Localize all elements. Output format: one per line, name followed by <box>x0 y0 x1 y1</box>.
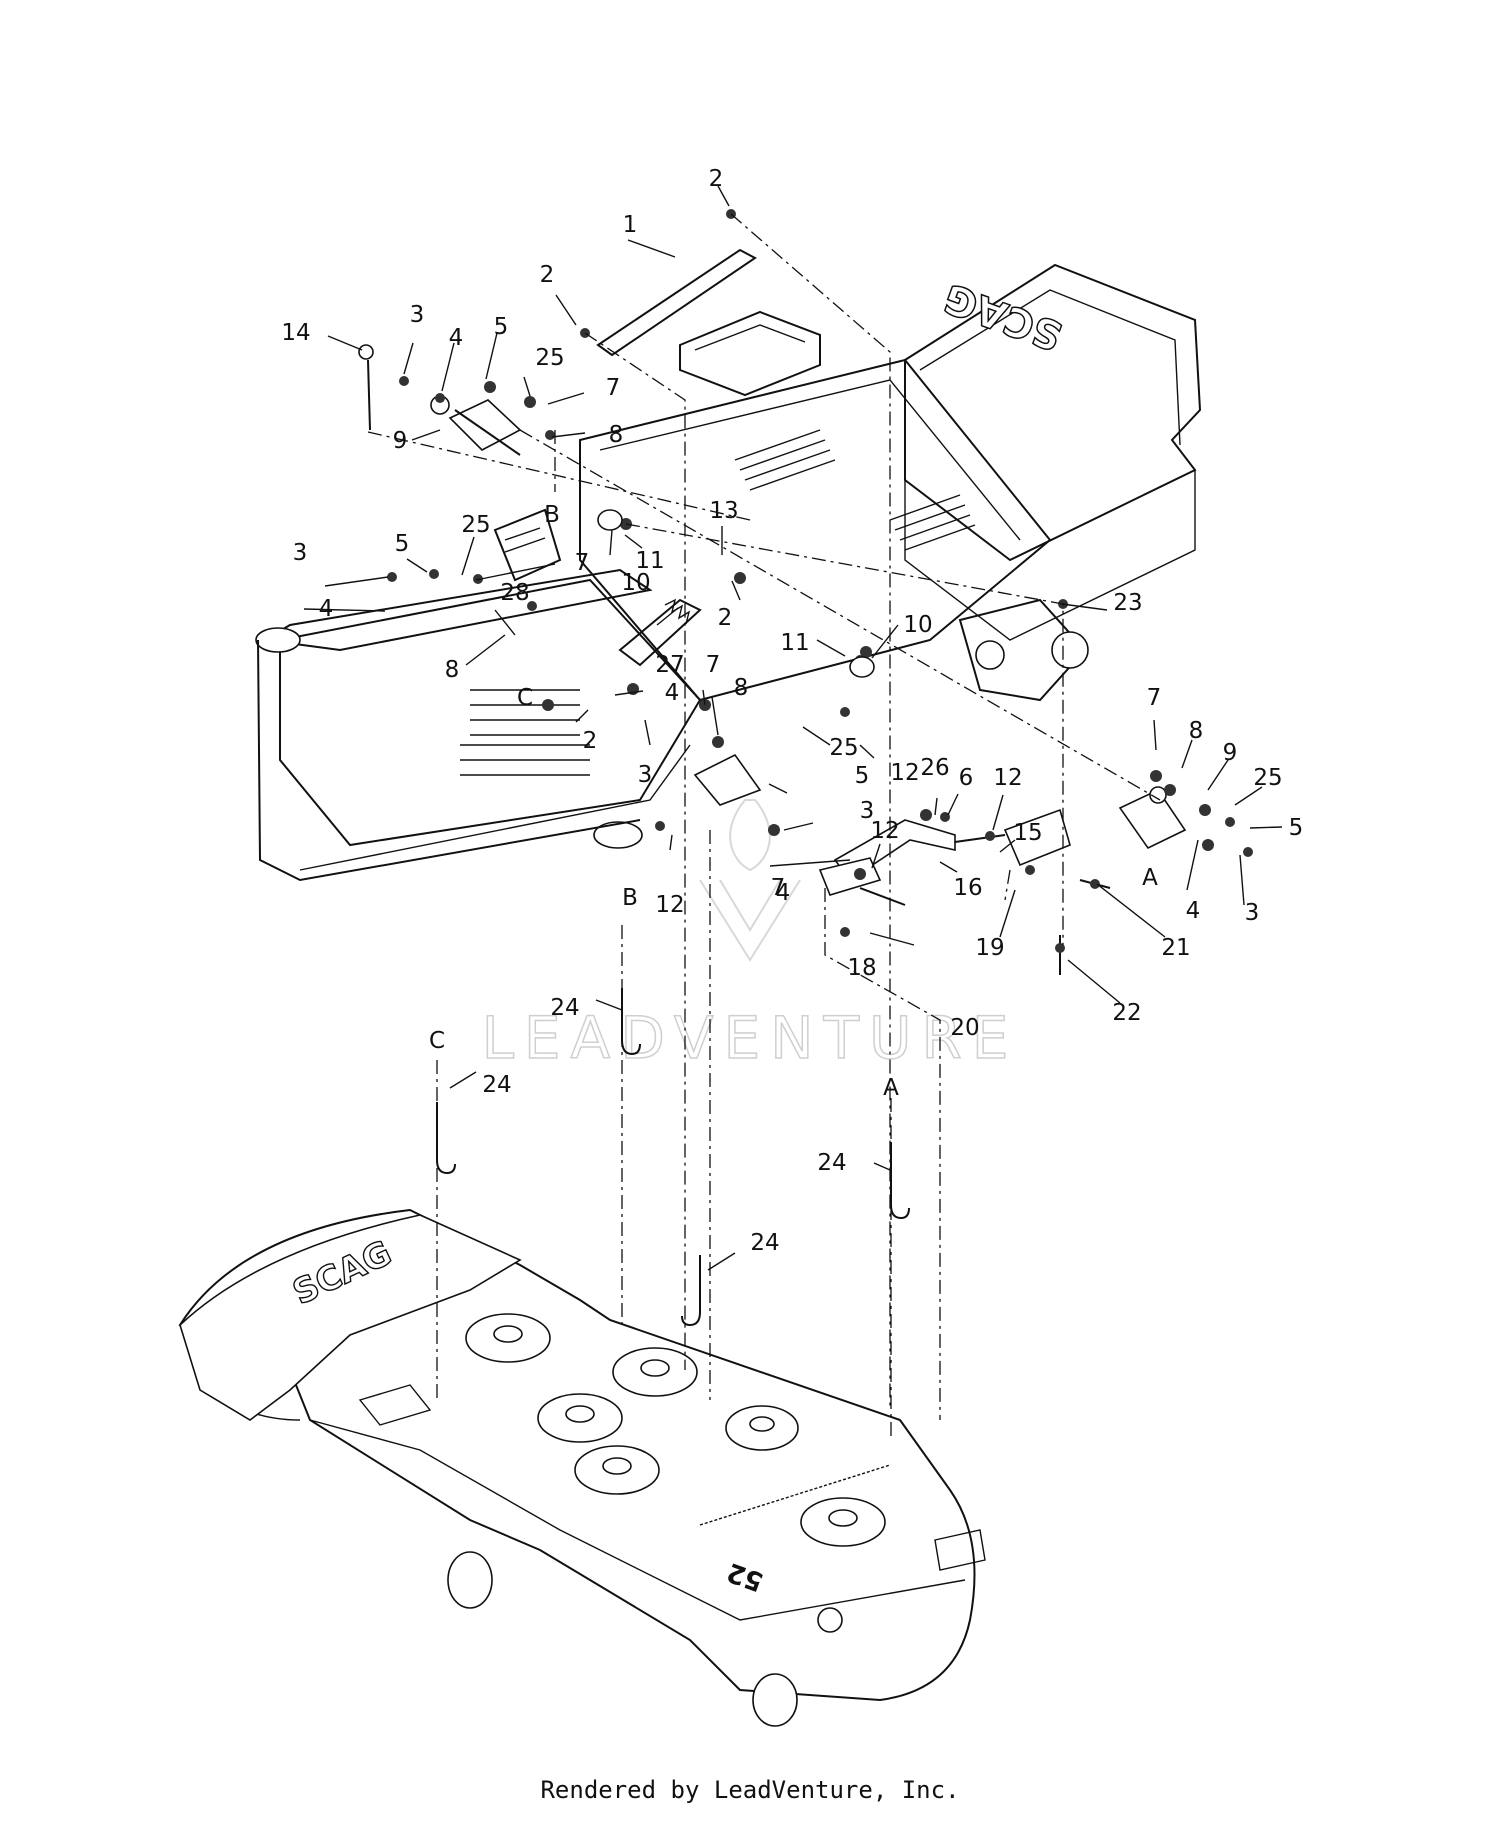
callout-4d: 4 <box>776 880 791 906</box>
callout-7a: 7 <box>606 375 621 401</box>
callout-7c: 7 <box>706 652 721 678</box>
callout-5b: 5 <box>395 531 410 557</box>
callout-12b: 12 <box>655 892 684 918</box>
callout-6: 6 <box>959 765 974 791</box>
callout-4e: 4 <box>1186 898 1201 924</box>
footer-credit: Rendered by LeadVenture, Inc. <box>540 1776 960 1804</box>
callout-25c: 25 <box>829 735 858 761</box>
callout-18: 18 <box>847 955 876 981</box>
callout-5d: 5 <box>1289 815 1304 841</box>
callout-4b: 4 <box>319 596 334 622</box>
deck-size-mark: 52 <box>723 1556 767 1597</box>
callout-A1: A <box>1142 865 1158 891</box>
callout-20: 20 <box>950 1015 979 1041</box>
callout-10a: 10 <box>621 570 650 596</box>
callout-5c: 5 <box>855 763 870 789</box>
callout-9b: 9 <box>1223 740 1238 766</box>
watermark-emblem <box>699 799 801 962</box>
callout-2b: 2 <box>540 262 555 288</box>
callout-24d: 24 <box>750 1230 779 1256</box>
callout-3e: 3 <box>1245 900 1260 926</box>
mower-deck: SCAG 52 <box>178 1208 986 1727</box>
callout-3b: 3 <box>293 540 308 566</box>
callout-2c: 2 <box>718 605 733 631</box>
callout-8b: 8 <box>445 657 460 683</box>
callout-24b: 24 <box>482 1072 511 1098</box>
callout-19: 19 <box>975 935 1004 961</box>
callout-9a: 9 <box>393 428 408 454</box>
callout-23: 23 <box>1113 590 1142 616</box>
callout-12a: 12 <box>890 760 919 786</box>
callout-2a: 2 <box>709 166 724 192</box>
callouts: 2 1 2 14 3 4 5 25 7 9 8 B 13 10 11 3 5 2… <box>281 166 1303 1256</box>
callout-7d: 7 <box>771 875 786 901</box>
callout-24c: 24 <box>817 1150 846 1176</box>
callout-15: 15 <box>1013 820 1042 846</box>
callout-A2: A <box>883 1075 899 1101</box>
callout-3c: 3 <box>638 762 653 788</box>
callout-11a: 11 <box>635 548 664 574</box>
callout-C2: C <box>429 1028 445 1054</box>
callout-8c: 8 <box>734 675 749 701</box>
watermark: LEADVENTURE <box>482 1004 1019 1072</box>
callout-1: 1 <box>623 212 638 238</box>
callout-10b: 10 <box>903 612 932 638</box>
pivot-arm-right <box>1118 788 1187 850</box>
lift-linkage <box>358 209 1253 975</box>
callout-4c: 4 <box>665 680 680 706</box>
callout-C1: C <box>517 685 533 711</box>
callout-12c: 12 <box>993 765 1022 791</box>
callout-7e: 7 <box>1147 685 1162 711</box>
callout-14: 14 <box>281 320 310 346</box>
callout-25b: 25 <box>461 512 490 538</box>
callout-25d: 25 <box>1253 765 1282 791</box>
callout-3d: 3 <box>860 798 875 824</box>
assembly-lines <box>367 213 1161 1440</box>
callout-21: 21 <box>1161 935 1190 961</box>
callout-2d: 2 <box>583 728 598 754</box>
pivot-arm-left <box>448 399 522 451</box>
callout-11b: 11 <box>780 630 809 656</box>
callout-8d: 8 <box>1189 718 1204 744</box>
callout-13: 13 <box>709 498 738 524</box>
callout-25a: 25 <box>535 345 564 371</box>
callout-5a: 5 <box>494 314 509 340</box>
callout-26: 26 <box>920 755 949 781</box>
callout-12d: 12 <box>870 818 899 844</box>
callout-8a: 8 <box>609 422 624 448</box>
callout-22: 22 <box>1112 1000 1141 1026</box>
callout-4a: 4 <box>449 325 464 351</box>
callout-B1: B <box>544 502 560 528</box>
callout-7b: 7 <box>575 550 590 576</box>
callout-16: 16 <box>953 875 982 901</box>
callout-24a: 24 <box>550 995 579 1021</box>
callout-leaders <box>303 185 1283 1271</box>
callout-B2: B <box>622 885 638 911</box>
callout-28: 28 <box>500 580 529 606</box>
callout-3a: 3 <box>410 302 425 328</box>
callout-27: 27 <box>655 652 684 678</box>
